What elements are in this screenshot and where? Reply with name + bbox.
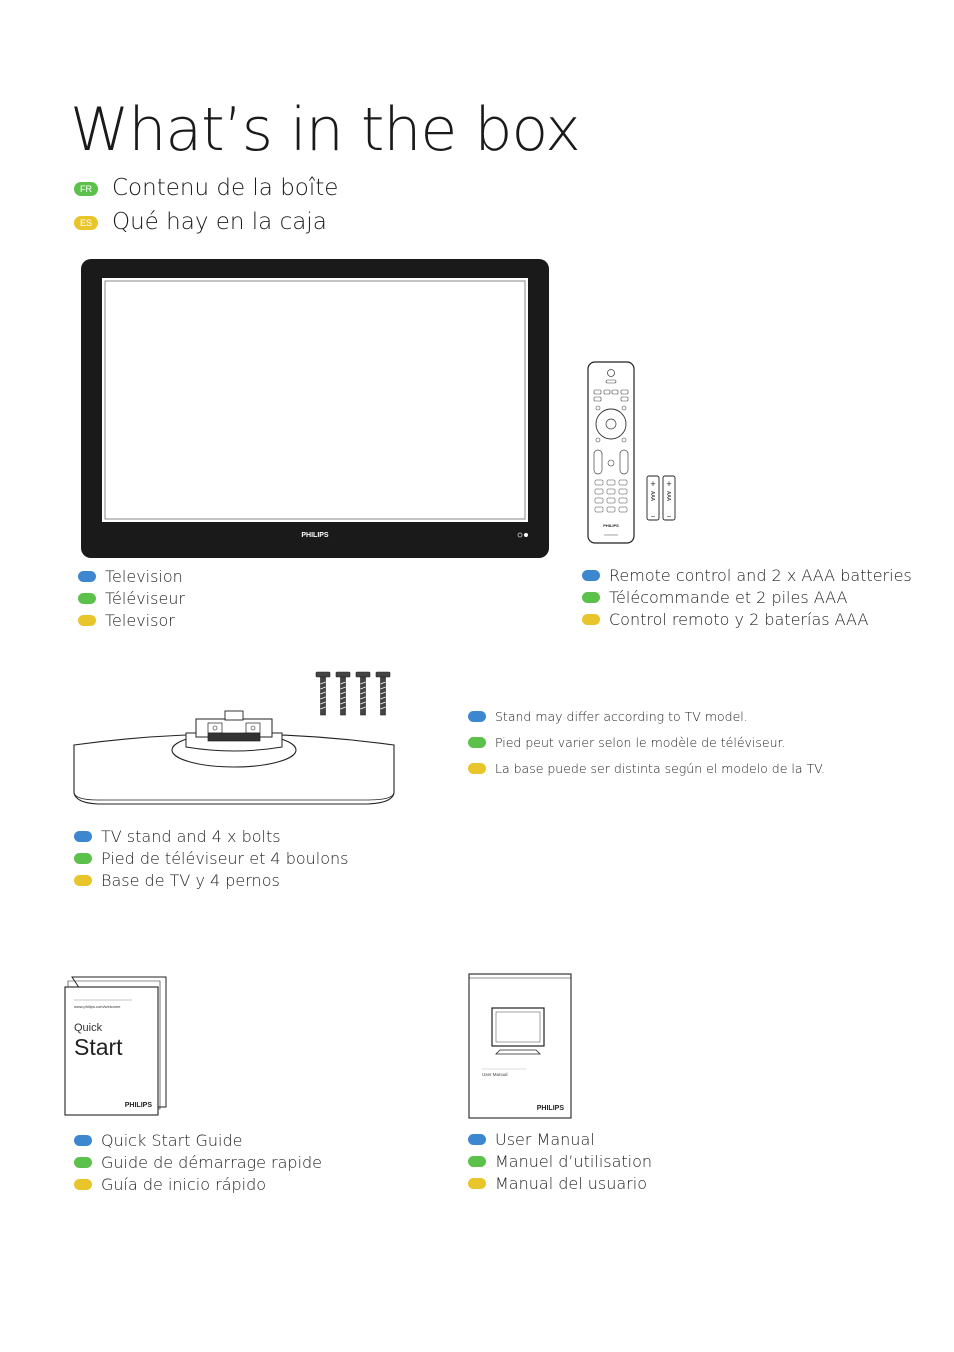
tv-icon <box>491 1007 545 1047</box>
remote-label-es: Control remoto y 2 baterías AAA <box>609 609 869 629</box>
stand-note-legend: Stand may differ according to TV model. … <box>468 703 825 781</box>
battery-plus-icon: + <box>650 479 655 489</box>
spanish-color-dot <box>78 614 96 626</box>
battery-label: AAA <box>665 491 671 502</box>
quick-start-label-en: Quick Start Guide <box>101 1130 243 1150</box>
french-color-dot <box>468 736 486 748</box>
television-legend: Television Téléviseur Televisor <box>78 565 185 631</box>
spanish-color-dot <box>468 762 486 774</box>
remote-control-illustration: PHILIPS <box>587 361 635 544</box>
quick-start-cover-line2: Start <box>74 1034 123 1060</box>
remote-brand-logo: PHILIPS <box>603 523 619 528</box>
battery-minus-icon: – <box>667 513 671 520</box>
french-color-dot <box>74 1156 92 1168</box>
english-color-dot <box>468 710 486 722</box>
english-color-dot <box>74 830 92 842</box>
english-color-dot <box>582 569 600 581</box>
user-manual-label-es: Manual del usuario <box>495 1173 647 1193</box>
aaa-batteries-illustration: + + – – AAA AAA <box>646 475 676 521</box>
stand-label-es: Base de TV y 4 pernos <box>101 870 280 890</box>
english-color-dot <box>74 1134 92 1146</box>
quick-start-label-fr: Guide de démarrage rapide <box>101 1152 323 1172</box>
stand-label-fr: Pied de téléviseur et 4 boulons <box>101 848 349 868</box>
remote-label-fr: Télécommande et 2 piles AAA <box>609 587 848 607</box>
user-manual-label-fr: Manuel d’utilisation <box>495 1151 653 1171</box>
es-subtitle: Qué hay en la caja <box>112 209 327 235</box>
user-manual-cover-label: User Manual <box>482 1072 508 1077</box>
quick-start-brand-logo: PHILIPS <box>125 1102 153 1109</box>
user-manual-illustration: User Manual PHILIPS <box>468 973 572 1119</box>
spanish-color-dot <box>468 1177 486 1189</box>
bolt-icon <box>375 671 391 716</box>
bolt-icon <box>315 671 331 716</box>
television-label-fr: Téléviseur <box>105 588 185 608</box>
stand-note-fr: Pied peut varier selon le modèle de télé… <box>495 734 786 750</box>
battery-label: AAA <box>649 491 655 502</box>
french-color-dot <box>74 852 92 864</box>
bolts-illustration <box>315 671 391 716</box>
remote-legend: Remote control and 2 x AAA batteries Tél… <box>582 564 912 630</box>
french-color-dot <box>582 591 600 603</box>
fr-language-tag: FR <box>74 182 98 196</box>
user-manual-label-en: User Manual <box>495 1129 595 1149</box>
stand-label-en: TV stand and 4 x bolts <box>101 826 281 846</box>
tv-stand-illustration <box>73 710 395 805</box>
battery-minus-icon: – <box>651 513 655 520</box>
quick-start-label-es: Guía de inicio rápido <box>101 1174 267 1194</box>
french-color-dot <box>468 1155 486 1167</box>
quick-start-guide-illustration: www.philips.com/welcome Quick Start PHIL… <box>64 976 167 1116</box>
tv-brand-logo: PHILIPS <box>301 532 329 539</box>
spanish-color-dot <box>74 874 92 886</box>
fr-subtitle: Contenu de la boîte <box>112 175 339 201</box>
stand-note-es: La base puede ser distinta según el mode… <box>495 760 826 776</box>
french-color-dot <box>78 592 96 604</box>
spanish-color-dot <box>582 613 600 625</box>
user-manual-legend: User Manual Manuel d’utilisation Manual … <box>468 1128 652 1194</box>
remote-label-en: Remote control and 2 x AAA batteries <box>609 565 912 585</box>
stand-legend: TV stand and 4 x bolts Pied de téléviseu… <box>74 825 348 891</box>
quick-start-cover-line1: Quick <box>74 1022 103 1034</box>
spanish-color-dot <box>74 1178 92 1190</box>
television-label-en: Television <box>105 566 183 586</box>
television-label-es: Televisor <box>105 610 175 630</box>
page-title: What’s in the box <box>70 95 581 165</box>
english-color-dot <box>78 570 96 582</box>
television-illustration: PHILIPS <box>81 259 549 558</box>
navigation-ring-icon <box>595 408 627 440</box>
bolt-icon <box>355 671 371 716</box>
english-color-dot <box>468 1133 486 1145</box>
battery-plus-icon: + <box>666 479 671 489</box>
bolt-icon <box>335 671 351 716</box>
quick-start-url: www.philips.com/welcome <box>74 1004 121 1009</box>
stand-note-en: Stand may differ according to TV model. <box>495 708 748 724</box>
es-language-tag: ES <box>74 216 98 230</box>
user-manual-brand-logo: PHILIPS <box>537 1105 565 1112</box>
power-button-icon <box>607 369 615 377</box>
quick-start-legend: Quick Start Guide Guide de démarrage rap… <box>74 1129 322 1195</box>
